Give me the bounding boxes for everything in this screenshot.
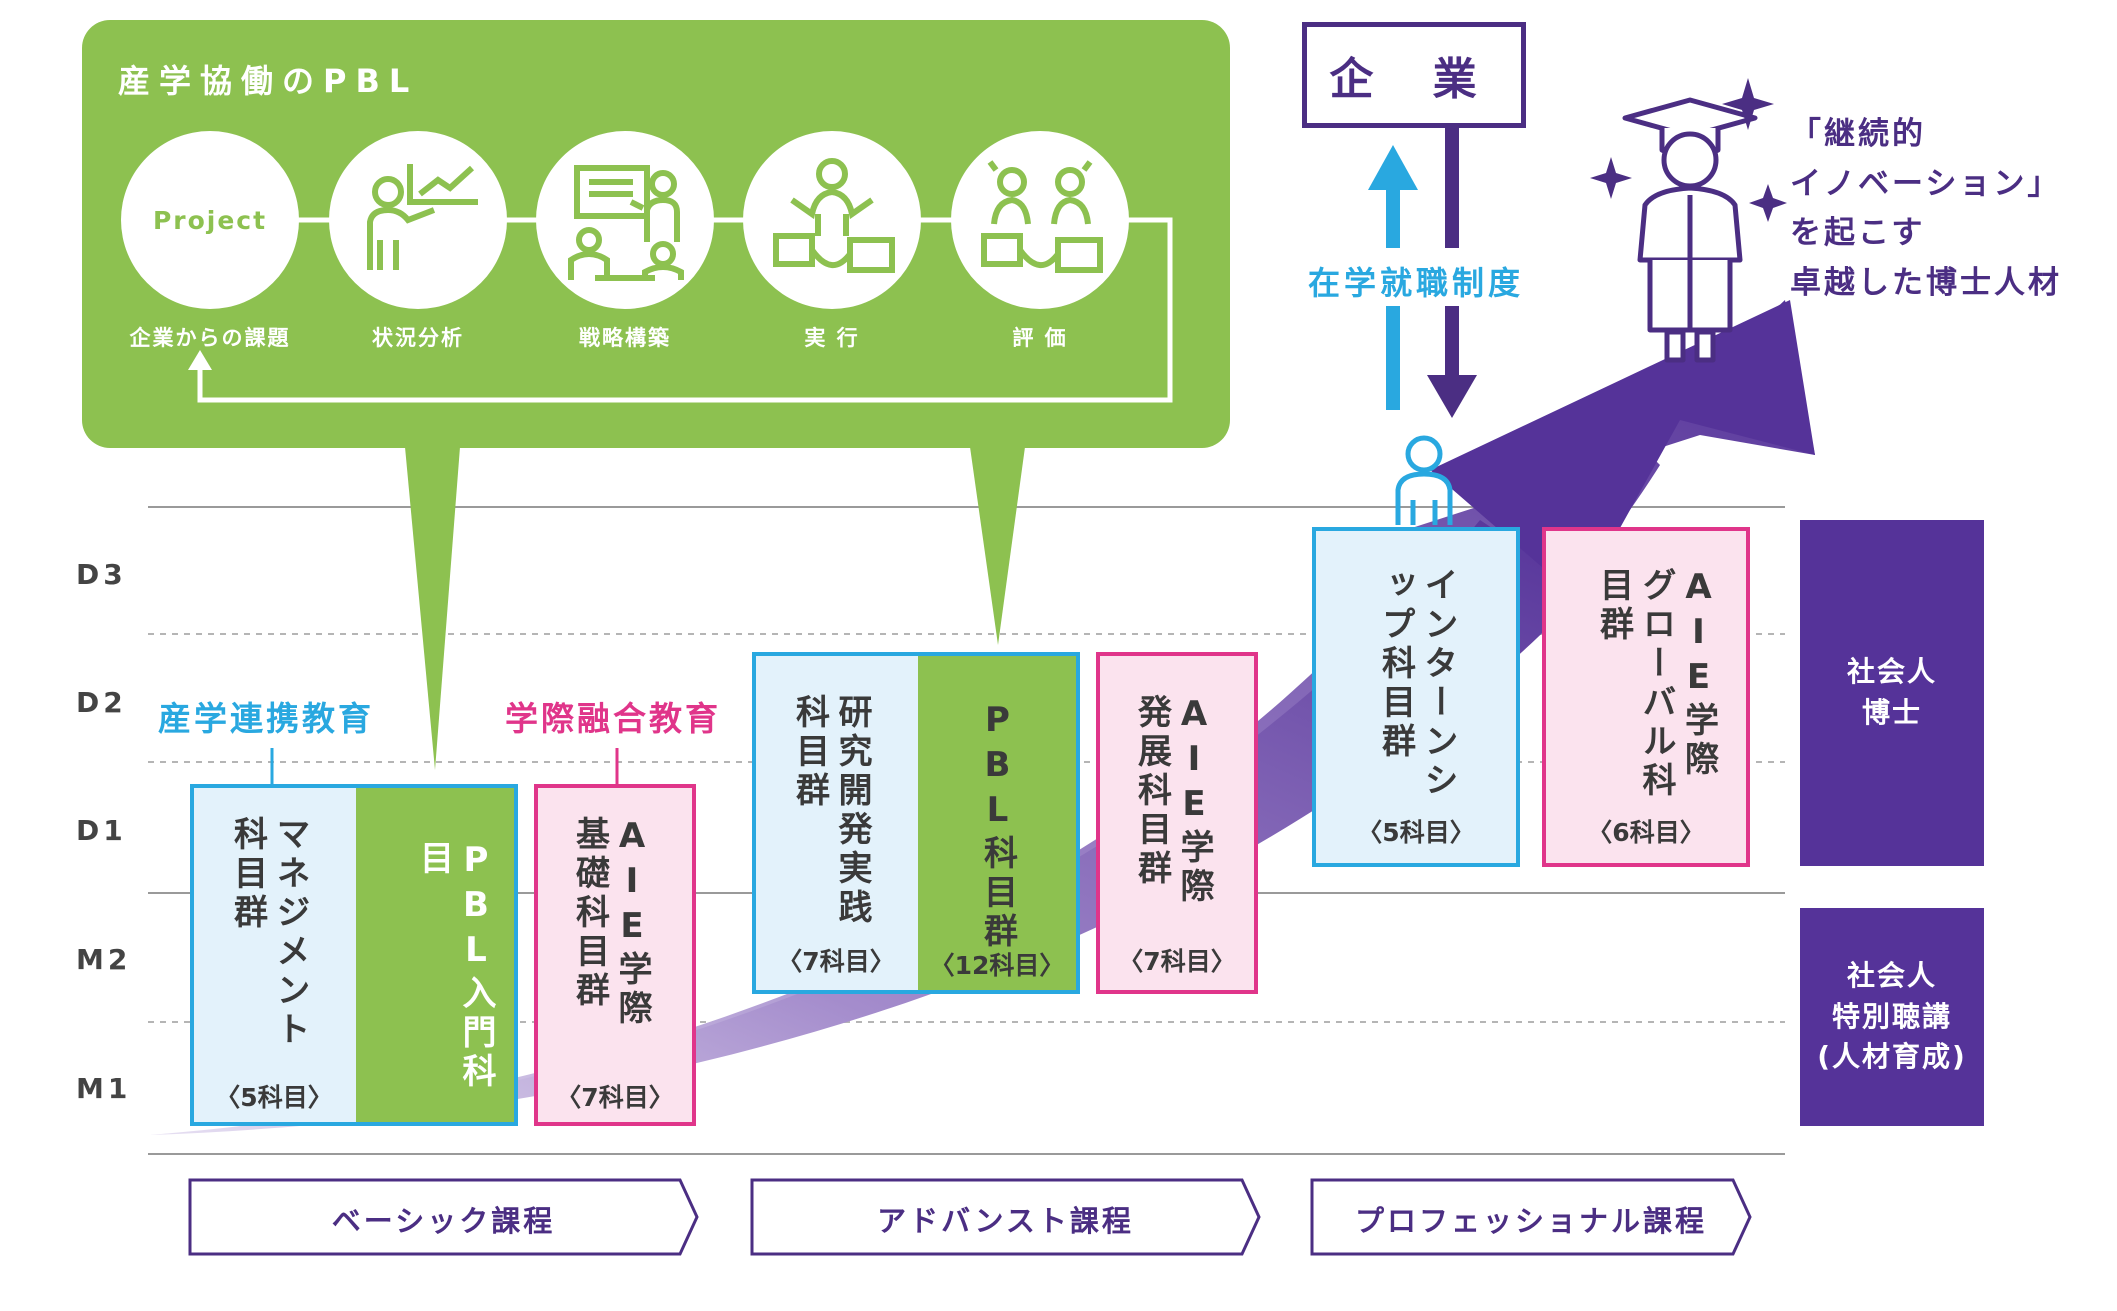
row-label-m2: M2 — [76, 943, 132, 976]
graduate-figure-icon — [1622, 97, 1758, 363]
box-research: 研究開発実践科目群 〈7科目〉 PBL科目群 〈12科目〉 — [752, 652, 1080, 994]
side-box-doctor: 社会人 博士 — [1800, 520, 1984, 866]
step-label-evaluation: 評 価 — [1012, 326, 1068, 350]
box-internship: インターンシップ科目群 〈5科目〉 — [1312, 527, 1520, 867]
box-pbl-subjects-label: PBL科目群 — [977, 700, 1018, 952]
arrow-down-head — [1427, 375, 1477, 418]
box-aie-global-label: AIE学際グローバル科目群 — [1593, 567, 1719, 801]
step-label-analysis: 状況分析 — [372, 326, 464, 350]
project-circle: Project — [121, 131, 299, 309]
pbl-callout-tail-1 — [405, 447, 460, 770]
analysis-icon — [329, 131, 507, 309]
box-aie-basic-count: 〈7科目〉 — [556, 1083, 674, 1112]
box-aie-global-count: 〈6科目〉 — [1587, 818, 1705, 847]
side-box-special: 社会人 特別聴講 (人材育成) — [1800, 908, 1984, 1126]
box-aie-advanced-label: AIE学際発展科目群 — [1131, 694, 1215, 907]
box-pbl-subjects: PBL科目群 〈12科目〉 — [918, 652, 1080, 994]
box-research-count: 〈7科目〉 — [777, 947, 895, 976]
box-pbl-intro-label: PBL入門科目 — [413, 840, 497, 1092]
row-label-m1: M1 — [76, 1072, 132, 1105]
row-label-d1: D1 — [76, 814, 127, 847]
row-label-d2: D2 — [76, 686, 127, 719]
text-mask — [1300, 248, 1530, 306]
tag-interdisciplinary-education: 学際融合教育 — [505, 699, 721, 738]
tag-industry-education: 産学連携教育 — [158, 699, 374, 738]
student-figure-icon — [1395, 435, 1453, 525]
box-aie-advanced-count: 〈7科目〉 — [1118, 947, 1236, 976]
box-aie-global: AIE学際グローバル科目群 〈6科目〉 — [1542, 527, 1750, 867]
course-professional: プロフェッショナル課程 — [1354, 1204, 1707, 1238]
goal-text: 「継続的 イノベーション」 を起こす 卓越した博士人材 — [1790, 116, 2062, 301]
chevron-advanced — [750, 1178, 1261, 1256]
execution-icon — [743, 131, 921, 309]
box-aie-advanced: AIE学際発展科目群 〈7科目〉 — [1096, 652, 1258, 994]
company-box: 企 業 — [1302, 22, 1526, 128]
employment-system-label: 在学就職制度 — [1308, 264, 1525, 302]
box-management-count: 〈5科目〉 — [215, 1083, 333, 1112]
pbl-panel-title: 産学協働のPBL — [118, 62, 419, 100]
step-label-strategy: 戦略構築 — [579, 326, 671, 350]
box-internship-label: インターンシップ科目群 — [1375, 567, 1459, 801]
chevron-basic — [188, 1178, 699, 1256]
growth-arrow-head — [1430, 300, 1815, 600]
step-label-execution: 実 行 — [804, 326, 860, 350]
course-basic: ベーシック課程 — [331, 1204, 556, 1238]
sparkle-icons — [1590, 78, 1787, 222]
box-management: マネジメント科目群 〈5科目〉 PBL入門科目 — [190, 784, 518, 1126]
box-aie-basic: AIE学際基礎科目群 〈7科目〉 — [534, 784, 696, 1126]
step-label-issue: 企業からの課題 — [129, 326, 291, 350]
strategy-icon — [536, 131, 714, 309]
box-management-label: マネジメント科目群 — [227, 816, 311, 1050]
arrow-up-head — [1368, 145, 1418, 190]
course-chevrons — [188, 1178, 1752, 1256]
chevron-professional — [1310, 1178, 1752, 1256]
row-label-d3: D3 — [76, 558, 127, 591]
box-research-label: 研究開発実践科目群 — [789, 694, 873, 928]
project-label: Project — [152, 205, 268, 235]
box-pbl-subjects-count: 〈12科目〉 — [929, 951, 1065, 980]
course-advanced: アドバンスト課程 — [877, 1204, 1134, 1238]
box-aie-basic-label: AIE学際基礎科目群 — [569, 816, 653, 1029]
box-pbl-intro: PBL入門科目 — [356, 784, 518, 1126]
pbl-callout-tail-2 — [970, 447, 1025, 645]
evaluation-icon — [951, 131, 1129, 309]
box-internship-count: 〈5科目〉 — [1357, 818, 1475, 847]
